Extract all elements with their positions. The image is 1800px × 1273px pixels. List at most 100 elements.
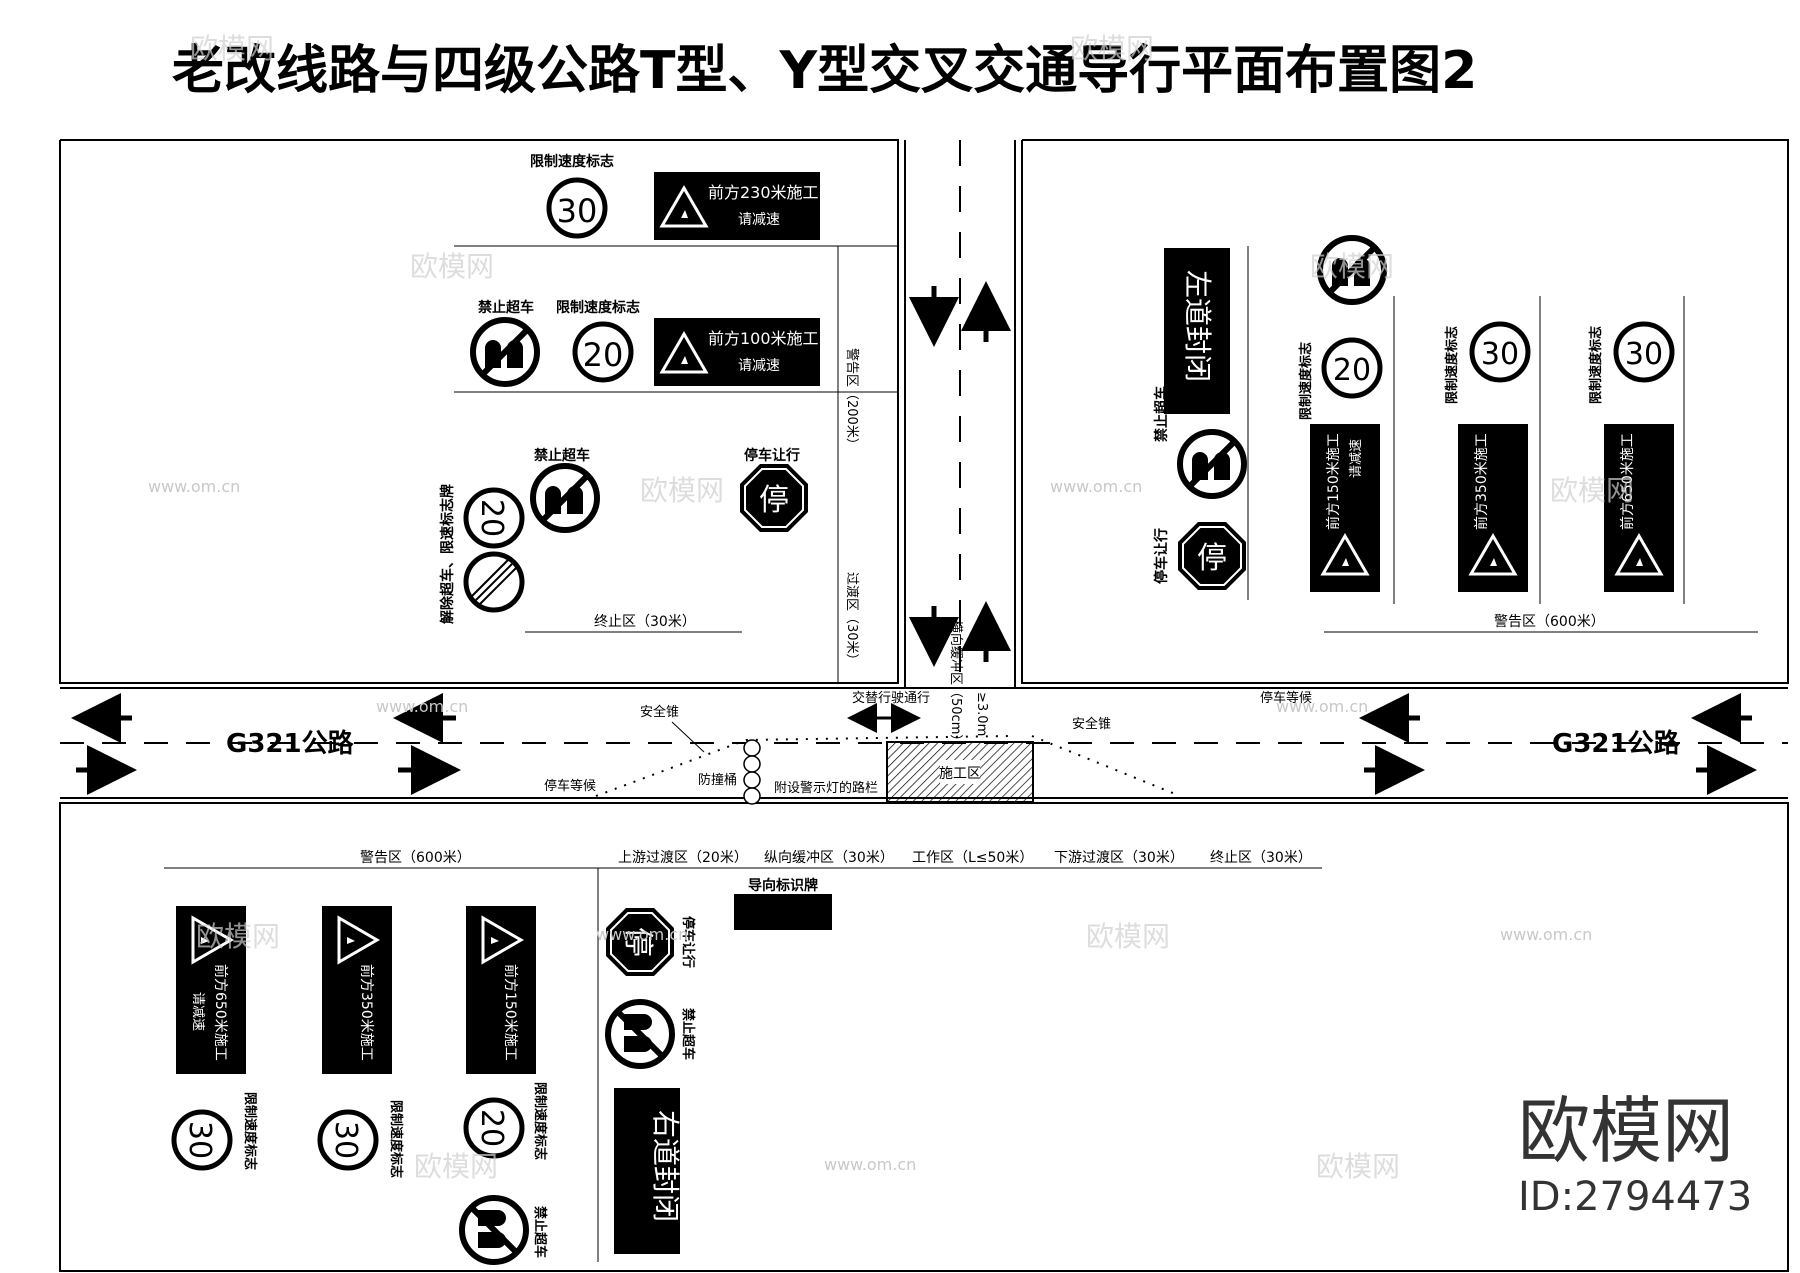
nw-signs: 限制速度标志 30 前方230米施工 请减速 禁止超车 限制速度标志 20 前方… [439,153,989,747]
watermark-id: ID:2794473 [1518,1174,1752,1220]
sw-right-closed-sign [614,1088,680,1254]
watermark-url-3: www.om.cn [376,697,468,716]
sw-slow-1: 请减速 [190,992,205,1031]
ne-signs: 左道封闭 禁止超车 停车让行 停 20 限制速度标志 前方150米施工 请减速 … [1153,238,1758,633]
sw-speed-label-3: 限制速度标志 [532,1082,548,1160]
ne-speed-label-3: 限制速度标志 [1588,326,1604,404]
ne-no-overtake-label: 禁止超车 [1153,386,1170,442]
ne-warning-650-sign [1604,424,1674,592]
nw-speed-label-2: 限制速度标志 [556,299,640,316]
ne-warn-650: 前方650米施工 [1619,433,1636,530]
watermark-small-5: 欧模网 [640,474,724,507]
watermark-url-4: www.om.cn [1276,697,1368,716]
ne-slow-1: 请减速 [1349,439,1364,478]
sw-warning-350-sign [322,906,392,1074]
ne-left-closed: 左道封闭 [1181,270,1214,382]
watermark-small-10: 欧模网 [1316,1150,1400,1183]
nw-zone-buffer-v: 横向缓冲区（50cm） [948,620,964,747]
zone-warning-600: 警告区（600米） [360,850,471,866]
side-road [904,140,1016,688]
nw-speed-20b: 20 [474,499,509,537]
ne-speed-label-1: 限制速度标志 [1298,342,1314,420]
sw-no-overtake-label-1: 禁止超车 [680,1008,696,1060]
ne-speed-20: 20 [1333,353,1371,388]
nw-speed-label-top: 限制速度标志 [530,153,614,170]
work-area-label: 施工区 [939,766,981,782]
taper-upstream [595,735,1011,797]
watermark-url-2: www.om.cn [1050,477,1142,496]
fence-label: 附设警示灯的路栏 [774,780,878,796]
watermark-small-2: 欧模网 [1070,32,1154,65]
watermark: 欧模网 ID:2794473 欧模网 欧模网 欧模网 欧模网 欧模网 欧模网 欧… [148,32,1752,1220]
guide-sign-label: 导向标识牌 [748,877,818,894]
zone-downstream-transition: 下游过渡区（30米） [1054,850,1184,866]
road-name-right: G321公路 [1552,728,1681,759]
nw-warning-230-sign [654,172,820,240]
nw-warn-230: 前方230米施工 [708,183,819,202]
zone-work-area: 工作区（L≤50米） [912,850,1033,866]
ne-speed-30a: 30 [1481,337,1519,372]
road-name-left: G321公路 [226,728,355,759]
ne-warn-150: 前方150米施工 [1325,433,1342,530]
watermark-url-6: www.om.cn [1500,925,1592,944]
zone-termination: 终止区（30米） [1210,850,1312,866]
nw-warn-100: 前方100米施工 [708,329,819,348]
nw-no-overtake-label-2: 禁止超车 [534,447,590,464]
barrel-4 [743,787,761,805]
taper-downstream [1031,735,1181,797]
watermark-small-1: 欧模网 [190,32,274,65]
nw-speed-20: 20 [583,336,624,374]
sw-speed-20: 20 [474,1109,509,1147]
barrel-3 [743,771,761,789]
ne-zone-warning: 警告区（600米） [1494,614,1605,630]
wait-stop-label-2: 停车等候 [1260,690,1312,706]
nw-zone-warning-v: 警告区（200米） [844,348,860,451]
traffic-pass-label: 交替行驶通行 [852,690,930,706]
bottom-zone-dims: 警告区（600米） 上游过渡区（20米） 纵向缓冲区（30米） 工作区（L≤50… [164,850,1322,869]
sw-right-closed: 右道封闭 [649,1110,682,1222]
barrel-label: 防撞桶 [698,772,737,788]
watermark-small-4: 欧模网 [1310,250,1394,283]
work-zone: 施工区 安全锥 安全锥 防撞桶 停车等候 停车等候 附设警示灯的路栏 交替行驶通… [544,690,1312,805]
nw-speed-30: 30 [557,192,598,230]
sw-signs: 导向标识牌 前方650米施工 请减速 30 限制速度标志 前方350米施工 30… [174,868,832,1262]
watermark-small-9: 欧模网 [414,1150,498,1183]
nw-slow-2: 请减速 [738,358,780,374]
nw-no-overtake-label-1: 禁止超车 [478,299,534,316]
barrel-2 [743,755,761,773]
ne-warn-350: 前方350米施工 [1473,433,1490,530]
sw-warn-150: 前方150米施工 [502,964,519,1061]
barrel-1 [743,739,761,757]
watermark-small-6: 欧模网 [1550,474,1634,507]
nw-warning-100-sign [654,318,820,386]
nw-gap-label: ≥3.0m [974,692,989,736]
watermark-small-3: 欧模网 [410,250,494,283]
zone-upstream-transition: 上游过渡区（20米） [618,850,748,866]
nw-stop-char: 停 [759,483,789,518]
sw-speed-30b: 30 [328,1121,363,1159]
guide-sign-board [734,894,832,930]
ne-warning-350-sign [1458,424,1528,592]
nw-zone-end: 终止区（30米） [594,614,696,630]
sw-speed-label-1: 限制速度标志 [242,1092,258,1170]
frame-lines [59,139,1789,1272]
watermark-brand: 欧模网 [1518,1089,1734,1173]
sw-warn-650: 前方650米施工 [212,964,229,1061]
sw-speed-label-2: 限制速度标志 [388,1100,404,1178]
wait-stop-label-1: 停车等候 [544,778,596,794]
sw-stop-yield-label: 停车让行 [680,916,696,968]
nw-stop-yield-label: 停车让行 [744,447,800,464]
nw-lift-restriction-sign [463,551,525,613]
watermark-url-1: www.om.cn [148,477,240,496]
nw-slow-1: 请减速 [738,212,780,228]
nw-lift-label: 解除超车、限速标志牌 [439,484,456,624]
ne-speed-30b: 30 [1625,337,1663,372]
safety-cone-label-2: 安全锥 [1072,716,1111,732]
watermark-url-5: www.om.cn [596,925,688,944]
watermark-small-7: 欧模网 [196,920,280,953]
page-title: 老改线路与四级公路T型、Y型交叉交通导行平面布置图2 [172,41,1477,101]
sw-warning-150-sign [466,906,536,1074]
watermark-url-7: www.om.cn [824,1155,916,1174]
ne-stop-yield-label: 停车让行 [1153,528,1170,584]
